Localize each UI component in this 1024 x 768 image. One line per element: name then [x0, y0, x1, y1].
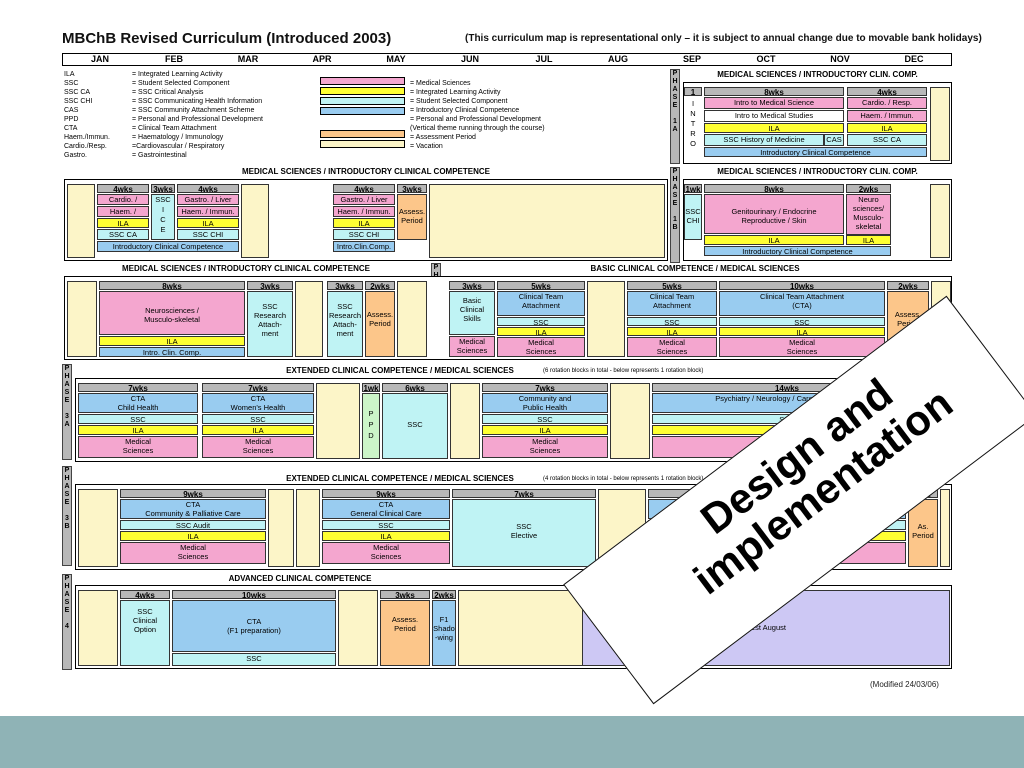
- band-title-2-left: MEDICAL SCIENCES / INTRODUCTORY CLINICAL…: [121, 264, 371, 273]
- phase-1b-left-block: 4wks Cardio. / Resp. Haem. / Immun. ILA …: [64, 179, 668, 261]
- band-title-1b-left: MEDICAL SCIENCES / INTRODUCTORY CLINICAL…: [241, 167, 491, 176]
- month-label: FEB: [165, 54, 183, 64]
- month-label: MAY: [386, 54, 406, 64]
- legend-abbreviations: ILA SSC SSC CA SSC CHI CAS PPD CTA Haem.…: [64, 71, 110, 159]
- legend-swatch-cream: [320, 140, 405, 148]
- band-note-3b: (4 rotation blocks in total - below repr…: [543, 476, 704, 482]
- month-label: NOV: [830, 54, 850, 64]
- month-label: JUN: [460, 54, 479, 64]
- legend-swatch-cyan: [320, 97, 405, 105]
- page-title: MBChB Revised Curriculum (Introduced 200…: [62, 30, 392, 47]
- phase-2-block: 8wks Neurosciences /Musculo-skeletal ILA…: [64, 276, 952, 360]
- month-label: AUG: [608, 54, 628, 64]
- band-title-1b-right: MEDICAL SCIENCES / INTRODUCTORY CLIN. CO…: [717, 167, 918, 176]
- month-label: SEP: [682, 54, 701, 64]
- legend-swatch-blue: [320, 107, 405, 115]
- band-title-2-right: BASIC CLINICAL COMPETENCE / MEDICAL SCIE…: [590, 264, 800, 273]
- phase-1a-block: 1 wk INTRO 8wks Intro to Medical Science…: [683, 82, 952, 164]
- band-note-3a: (6 rotation blocks in total - below repr…: [543, 368, 704, 374]
- band-title-3b: EXTENDED CLINICAL COMPETENCE / MEDICAL S…: [286, 474, 514, 483]
- title-note: (This curriculum map is representational…: [465, 33, 982, 44]
- band-title-3a: EXTENDED CLINICAL COMPETENCE / MEDICAL S…: [286, 366, 514, 375]
- month-label: JAN: [90, 54, 109, 64]
- legend-color-definitions: = Medical Sciences = Integrated Learning…: [410, 80, 545, 150]
- modified-date: (Modified 24/03/06): [870, 680, 939, 689]
- month-label: OCT: [756, 54, 776, 64]
- month-label: MAR: [237, 54, 259, 64]
- slide-footer-bar: [0, 716, 1024, 768]
- band-title-4: ADVANCED CLINICAL COMPETENCE: [228, 574, 372, 583]
- legend-swatch-yellow: [320, 87, 405, 95]
- band-title-1a: MEDICAL SCIENCES / INTRODUCTORY CLIN. CO…: [717, 70, 918, 79]
- months-header: JAN FEB MAR APR MAY JUN JUL AUG SEP OCT …: [62, 53, 952, 66]
- legend-swatch-pink: [320, 77, 405, 85]
- legend-swatch-orange: [320, 130, 405, 138]
- month-label: APR: [312, 54, 332, 64]
- legend-definitions: = Integrated Learning Activity = Student…: [132, 71, 263, 159]
- month-label: DEC: [904, 54, 924, 64]
- month-label: JUL: [535, 54, 553, 64]
